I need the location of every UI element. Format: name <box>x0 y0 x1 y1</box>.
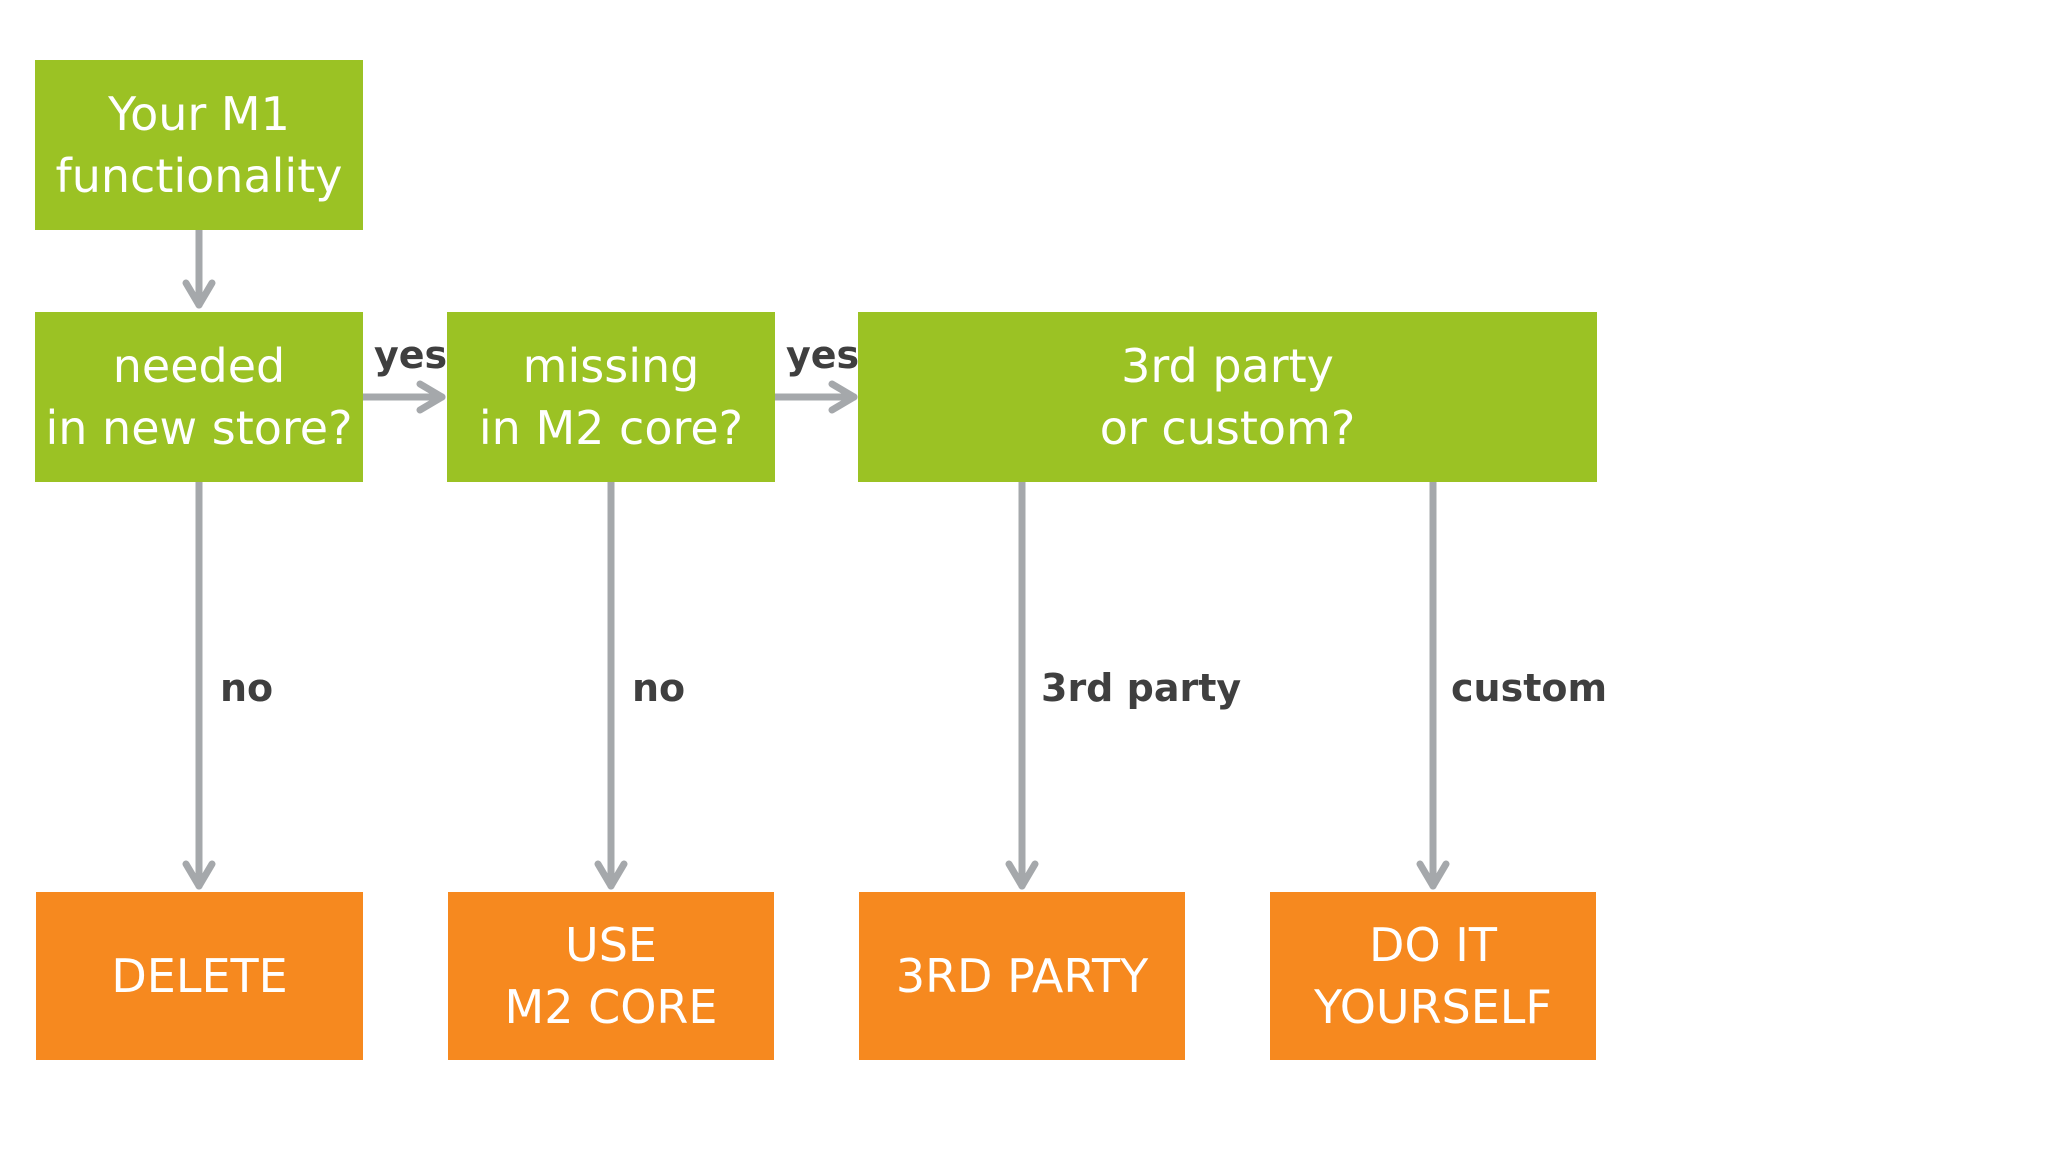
node-outcome-use-m2-core: USE M2 CORE <box>448 892 774 1060</box>
edge-label-third-party: 3rd party <box>1041 666 1242 710</box>
node-missing-label: missing in M2 core? <box>478 339 744 455</box>
outcome-diy-label: DO IT YOURSELF <box>1314 918 1552 1034</box>
node-needed-in-new-store: needed in new store? <box>35 312 363 482</box>
edge-label-needed-yes: yes <box>374 333 448 377</box>
edge-label-needed-no: no <box>220 666 274 710</box>
arrowhead-to-do-it-yourself <box>1416 860 1450 890</box>
arrowhead-to-third-party <box>1005 860 1039 890</box>
node-third-party-or-custom: 3rd party or custom? <box>858 312 1597 482</box>
node-needed-label: needed in new store? <box>45 339 353 455</box>
node-start-label: Your M1 functionality <box>55 87 343 203</box>
outcome-third-party-label: 3RD PARTY <box>895 949 1149 1003</box>
arrowhead-start-to-needed <box>182 279 216 309</box>
arrowhead-needed-to-delete <box>182 860 216 890</box>
node-missing-in-m2-core: missing in M2 core? <box>447 312 775 482</box>
edge-label-custom: custom <box>1451 666 1608 710</box>
outcome-delete-label: DELETE <box>111 949 288 1003</box>
node-outcome-do-it-yourself: DO IT YOURSELF <box>1270 892 1596 1060</box>
node-outcome-delete: DELETE <box>36 892 363 1060</box>
node-start-m1-functionality: Your M1 functionality <box>35 60 363 230</box>
outcome-use-core-label: USE M2 CORE <box>504 918 718 1034</box>
arrowhead-missing-to-third-or-custom <box>828 380 858 414</box>
arrowhead-missing-to-use-core <box>594 860 628 890</box>
node-outcome-3rd-party: 3RD PARTY <box>859 892 1185 1060</box>
edge-label-missing-no: no <box>632 666 686 710</box>
node-third-or-custom-label: 3rd party or custom? <box>1099 339 1356 455</box>
arrowhead-needed-to-missing <box>416 380 446 414</box>
edge-label-missing-yes: yes <box>786 333 860 377</box>
